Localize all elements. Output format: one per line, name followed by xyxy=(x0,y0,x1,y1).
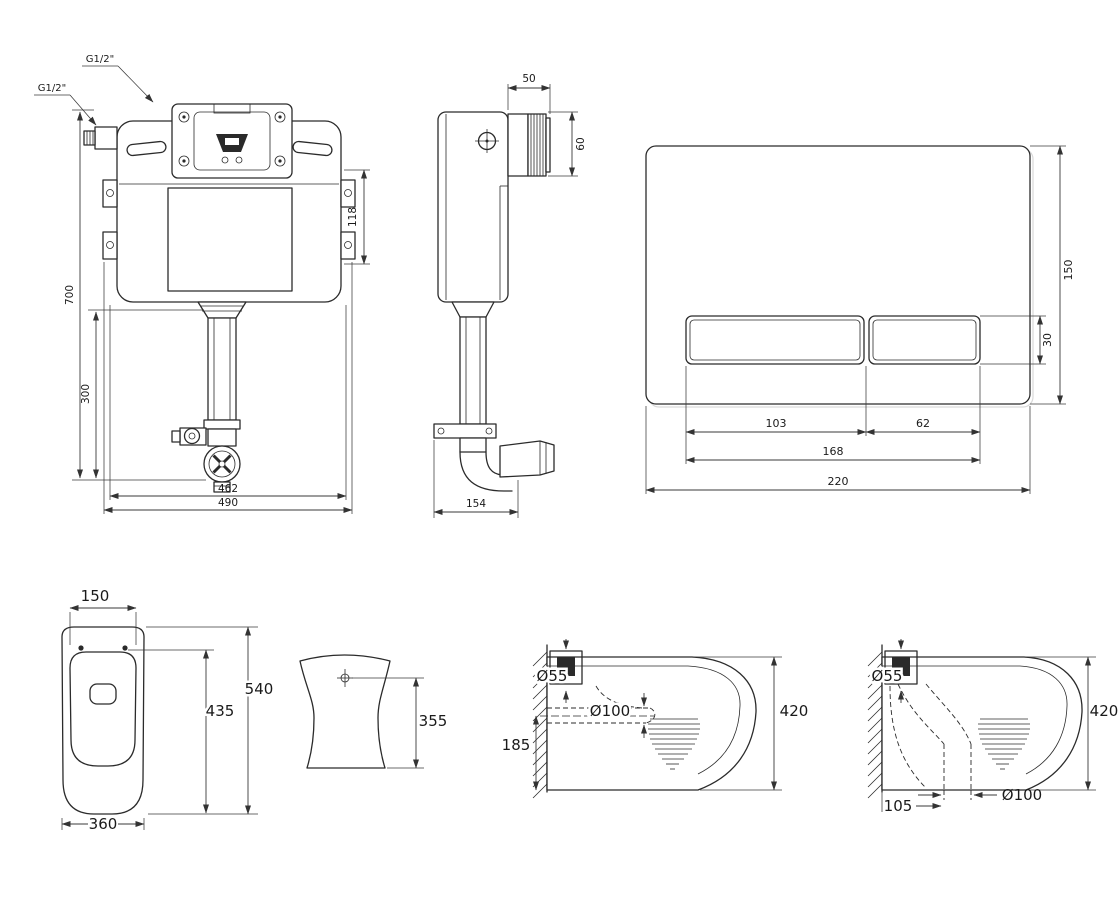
bowl-front-outline xyxy=(61,626,145,815)
small-flush-button xyxy=(868,315,981,365)
access-panel xyxy=(167,187,293,292)
pedestal-side-view: 355 xyxy=(299,654,448,769)
dim-d55-label: Ø55 xyxy=(537,667,568,685)
dim-d55-label: Ø55 xyxy=(872,667,903,685)
toilet-side-floor-outlet-view: Ø55 420 Ø100 105 xyxy=(867,639,1119,815)
dim-540-label: 540 xyxy=(245,680,274,698)
pan-profile xyxy=(546,656,757,791)
inlet-label-left: G1/2" xyxy=(38,83,66,94)
water-inlet-fitting xyxy=(94,126,118,150)
dim-d100-label: Ø100 xyxy=(590,702,630,720)
dim-462-label: 462 xyxy=(218,483,238,495)
dim-60-label: 60 xyxy=(575,137,587,150)
inlet-label-top: G1/2" xyxy=(86,54,114,65)
flush-pipe xyxy=(207,317,237,421)
dim-300-label: 300 xyxy=(80,384,92,404)
dim-220-label: 220 xyxy=(828,475,849,488)
dim-50-label: 50 xyxy=(522,73,535,85)
dim-360-label: 360 xyxy=(89,815,118,833)
dim-420-label: 420 xyxy=(1090,702,1119,720)
cistern-side-view: 50 60 154 xyxy=(433,73,587,518)
pedestal-outline xyxy=(299,654,391,769)
toilet-front-view: 150 435 540 360 xyxy=(61,587,276,833)
dim-355-label: 355 xyxy=(419,712,448,730)
dim-490-label: 490 xyxy=(218,497,238,509)
dim-435-label: 435 xyxy=(206,702,235,720)
dim-420-label: 420 xyxy=(780,702,809,720)
dim-30-label: 30 xyxy=(1041,333,1054,347)
dim-150-plate-label: 150 xyxy=(1062,260,1075,281)
dim-185-label: 185 xyxy=(502,736,531,754)
seat-outline xyxy=(69,651,137,767)
dim-103-label: 103 xyxy=(766,417,787,430)
dim-700-label: 700 xyxy=(64,285,76,305)
dim-150-label: 150 xyxy=(81,587,110,605)
dim-118-label: 118 xyxy=(347,207,359,227)
cistern-front-view: G1/2" G1/2" 118 700 300 462 490 xyxy=(34,54,370,514)
flush-plate-view: 150 30 103 62 168 220 xyxy=(645,145,1075,494)
pan-profile xyxy=(881,656,1083,791)
dim-62-label: 62 xyxy=(916,417,930,430)
toilet-side-wall-outlet-view: Ø55 Ø100 185 420 xyxy=(499,639,809,799)
tank-side-outline xyxy=(437,111,509,303)
large-flush-button xyxy=(685,315,865,365)
dim-154-label: 154 xyxy=(466,498,486,510)
dim-105-label: 105 xyxy=(884,797,913,815)
flush-plate-outline xyxy=(645,145,1031,405)
dim-168-label: 168 xyxy=(823,445,844,458)
dim-d100-label: Ø100 xyxy=(1002,786,1042,804)
